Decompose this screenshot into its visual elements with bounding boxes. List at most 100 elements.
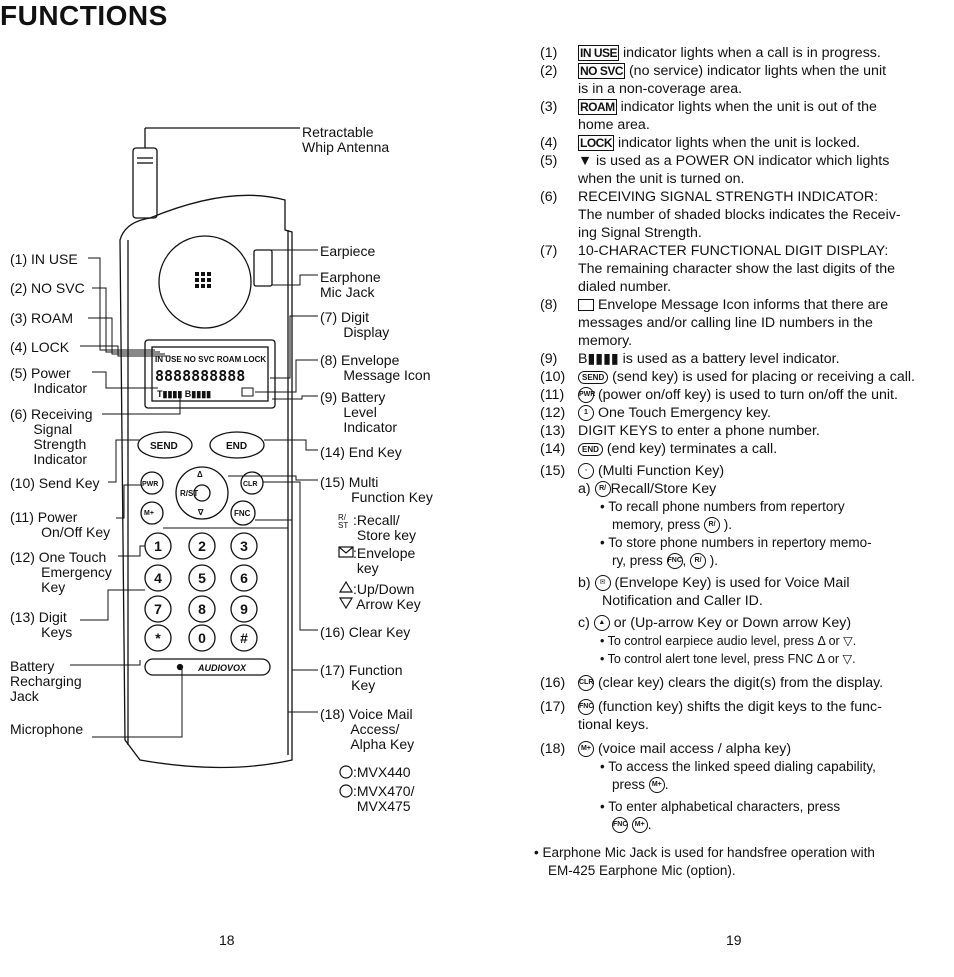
end-key: END — [226, 441, 247, 452]
label-envelope-key: :Envelope key — [353, 545, 416, 576]
send-key: SEND — [150, 441, 178, 452]
item-16: (16)CLR (clear key) clears the digit(s) … — [540, 675, 884, 692]
digit-key-10: 0 — [198, 630, 206, 646]
digit-key-7: 8 — [198, 601, 206, 617]
emergency-key-icon: 1 — [578, 405, 594, 422]
digit-key-4: 5 — [198, 570, 206, 586]
function-list: (1)IN USE indicator lights when a call i… — [534, 44, 945, 880]
label-lock: (4) LOCK — [10, 339, 70, 355]
label-charging: Battery Recharging Jack — [10, 658, 82, 704]
label-battery: (9) Battery Level Indicator — [320, 389, 398, 435]
item-10: (10)SEND (send key) is used for placing … — [540, 369, 915, 385]
item-12: (12)1 One Touch Emergency key. — [540, 405, 771, 422]
label-no-svc: (2) NO SVC — [10, 280, 85, 296]
item-3: (3)ROAM indicator lights when the unit i… — [540, 99, 877, 133]
item-7: (7)10-CHARACTER FUNCTIONAL DIGIT DISPLAY… — [540, 243, 896, 295]
m-plus-key-icon: M+ — [578, 741, 594, 758]
recall-key-icon-3: R/ — [690, 553, 707, 570]
lcd-indicator-row: IN USE NO SVC ROAM LOCK — [155, 355, 266, 364]
clr-key: CLR — [243, 481, 257, 488]
pwr-key-icon: PWR — [578, 387, 595, 404]
item-6: (6)RECEIVING SIGNAL STRENGTH INDICATOR:T… — [540, 189, 901, 241]
pwr-key: PWR — [142, 481, 158, 488]
label-clear-key: (16) Clear Key — [320, 624, 411, 640]
fnc-key: FNC — [234, 509, 251, 518]
label-earpiece: Earpiece — [320, 243, 376, 259]
item-1: (1)IN USE indicator lights when a call i… — [540, 45, 881, 61]
digit-key-2: 3 — [240, 538, 248, 554]
fnc-key-icon: FNC — [666, 553, 683, 570]
lcd-digits: 8888888888 — [155, 367, 245, 385]
label-antenna: Retractable Whip Antenna — [302, 124, 390, 155]
item-13: (13)DIGIT KEYS to enter a phone number. — [540, 423, 820, 439]
note: • Earphone Mic Jack is used for handsfre… — [534, 845, 875, 878]
digit-key-11: # — [240, 630, 248, 646]
svg-text:R/: R/ — [338, 513, 347, 522]
envelope-key-icon: ✉ — [594, 575, 611, 592]
label-in-use: (1) IN USE — [10, 251, 78, 267]
label-function-key: (17) Function Key — [320, 662, 403, 693]
digit-key-0: 1 — [154, 538, 162, 554]
send-key-icon: SEND — [578, 370, 609, 384]
svg-text:T▮▮▮▮ B▮▮▮▮: T▮▮▮▮ B▮▮▮▮ — [157, 389, 211, 399]
m-plus-key: M+ — [144, 510, 154, 517]
digit-key-3: 4 — [154, 570, 162, 586]
item-11: (11)PWR (power on/off key) is used to tu… — [540, 387, 898, 404]
label-updown: :Up/Down Arrow Key — [353, 581, 421, 612]
label-power-indicator: (5) Power Indicator — [10, 365, 88, 396]
item-14: (14)END (end key) terminates a call. — [540, 441, 778, 457]
label-mvx470: :MVX470/ MVX475 — [353, 783, 415, 814]
page-title: FUNCTIONS — [0, 0, 168, 31]
item-8: (8) Envelope Message Icon informs that t… — [540, 297, 889, 349]
digit-key-8: 9 — [240, 601, 248, 617]
page-number-left: 18 — [219, 932, 235, 948]
label-digit-keys: (13) Digit Keys — [10, 609, 73, 640]
digit-key-6: 7 — [154, 601, 162, 617]
brand-logo: AUDIOVOX — [197, 663, 247, 673]
label-microphone: Microphone — [10, 721, 84, 737]
item-15b: b) ✉ (Envelope Key) is used for Voice Ma… — [578, 575, 850, 609]
multi-key-icon: ◦ — [578, 463, 594, 480]
digit-key-9: * — [155, 630, 161, 646]
digit-key-5: 6 — [240, 570, 248, 586]
label-envelope-icon: (8) Envelope Message Icon — [320, 352, 431, 383]
page-number-right: 19 — [726, 932, 742, 948]
digit-key-1: 2 — [198, 538, 206, 554]
label-power-key: (11) Power On/Off Key — [10, 509, 111, 540]
item-5: (5)▼ is used as a POWER ON indicator whi… — [540, 153, 890, 187]
item-15a: a) R/Recall/Store Key • To recall phone … — [578, 481, 872, 570]
svg-text:R/ST: R/ST — [180, 489, 198, 498]
label-end-key: (14) End Key — [320, 444, 402, 460]
item-2: (2)NO SVC (no service) indicator lights … — [540, 63, 887, 97]
item-18: (18)M+ (voice mail access / alpha key) •… — [540, 741, 876, 834]
m-plus-key-icon-3: M+ — [631, 817, 648, 834]
label-roam: (3) ROAM — [10, 310, 73, 326]
recall-key-icon: R/ — [594, 481, 611, 498]
label-multi-key: (15) Multi Function Key — [320, 474, 433, 505]
label-emergency: (12) One Touch Emergency Key — [10, 549, 112, 595]
label-mvx440: :MVX440 — [353, 764, 411, 780]
label-receiving: (6) Receiving Signal Strength Indicator — [10, 406, 93, 467]
label-voice-mail: (18) Voice Mail Access/ Alpha Key — [320, 706, 415, 752]
envelope-icon — [578, 299, 594, 312]
item-15c: c) ▲ or (Up-arrow Key or Down arrow Key)… — [578, 615, 857, 666]
label-earphone-jack: Earphone Mic Jack — [320, 269, 381, 300]
item-15: (15)◦ (Multi Function Key) — [540, 463, 725, 480]
fnc-key-icon-3: FNC — [612, 817, 628, 834]
svg-text:ST: ST — [338, 521, 348, 530]
label-send-key: (10) Send Key — [10, 475, 100, 491]
end-key-icon: END — [578, 442, 603, 456]
svg-text:∇: ∇ — [197, 508, 204, 517]
label-recall: :Recall/ Store key — [353, 512, 417, 543]
item-4: (4)LOCK indicator lights when the unit i… — [540, 135, 861, 151]
recall-key-icon-2: R/ — [704, 517, 721, 534]
item-9: (9)B▮▮▮▮ is used as a battery level indi… — [540, 351, 840, 367]
m-plus-key-icon-2: M+ — [648, 777, 665, 794]
up-arrow-key-icon: ▲ — [593, 615, 610, 632]
svg-text:Δ: Δ — [197, 470, 203, 479]
fnc-key-icon-2: FNC — [578, 699, 594, 716]
item-17: (17)FNC (function key) shifts the digit … — [540, 699, 882, 733]
clr-key-icon: CLR — [578, 675, 594, 692]
label-digit-display: (7) Digit Display — [320, 309, 390, 340]
